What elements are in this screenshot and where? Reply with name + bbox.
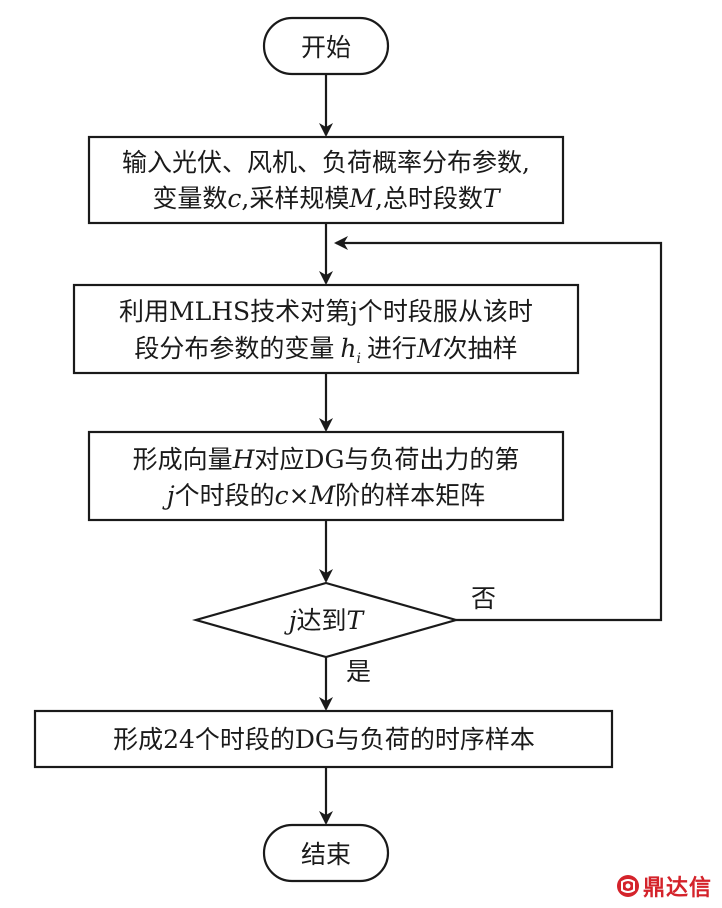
watermark: 鼎达信 — [616, 870, 712, 902]
yes-label: 是 — [346, 657, 371, 686]
input-params-box — [87, 135, 565, 225]
form-matrix-line1: 形成向量H对应DG与负荷出力的第 — [133, 445, 520, 474]
input-params-line1: 输入光伏、风机、负荷概率分布参数, — [122, 148, 530, 177]
decision-label: j达到T — [284, 606, 366, 635]
arrow-no-loop-back — [334, 236, 663, 622]
watermark-text: 鼎达信 — [642, 876, 712, 901]
form-matrix-box — [87, 430, 565, 522]
logo-icon — [616, 875, 639, 897]
start-label: 开始 — [301, 33, 351, 62]
no-label: 否 — [471, 584, 496, 613]
form-matrix-line2: j个时段的c×M阶的样本矩阵 — [162, 481, 485, 510]
end-terminal — [262, 823, 390, 883]
input-params-line2: 变量数c,采样规模M,总时段数T — [152, 184, 502, 213]
final-samples-box — [33, 709, 614, 769]
end-label: 结束 — [301, 840, 351, 869]
mlhs-sampling-line1: 利用MLHS技术对第j个时段服从该时 — [119, 297, 533, 326]
final-samples-label: 形成24个时段的DG与负荷的时序样本 — [113, 725, 535, 754]
